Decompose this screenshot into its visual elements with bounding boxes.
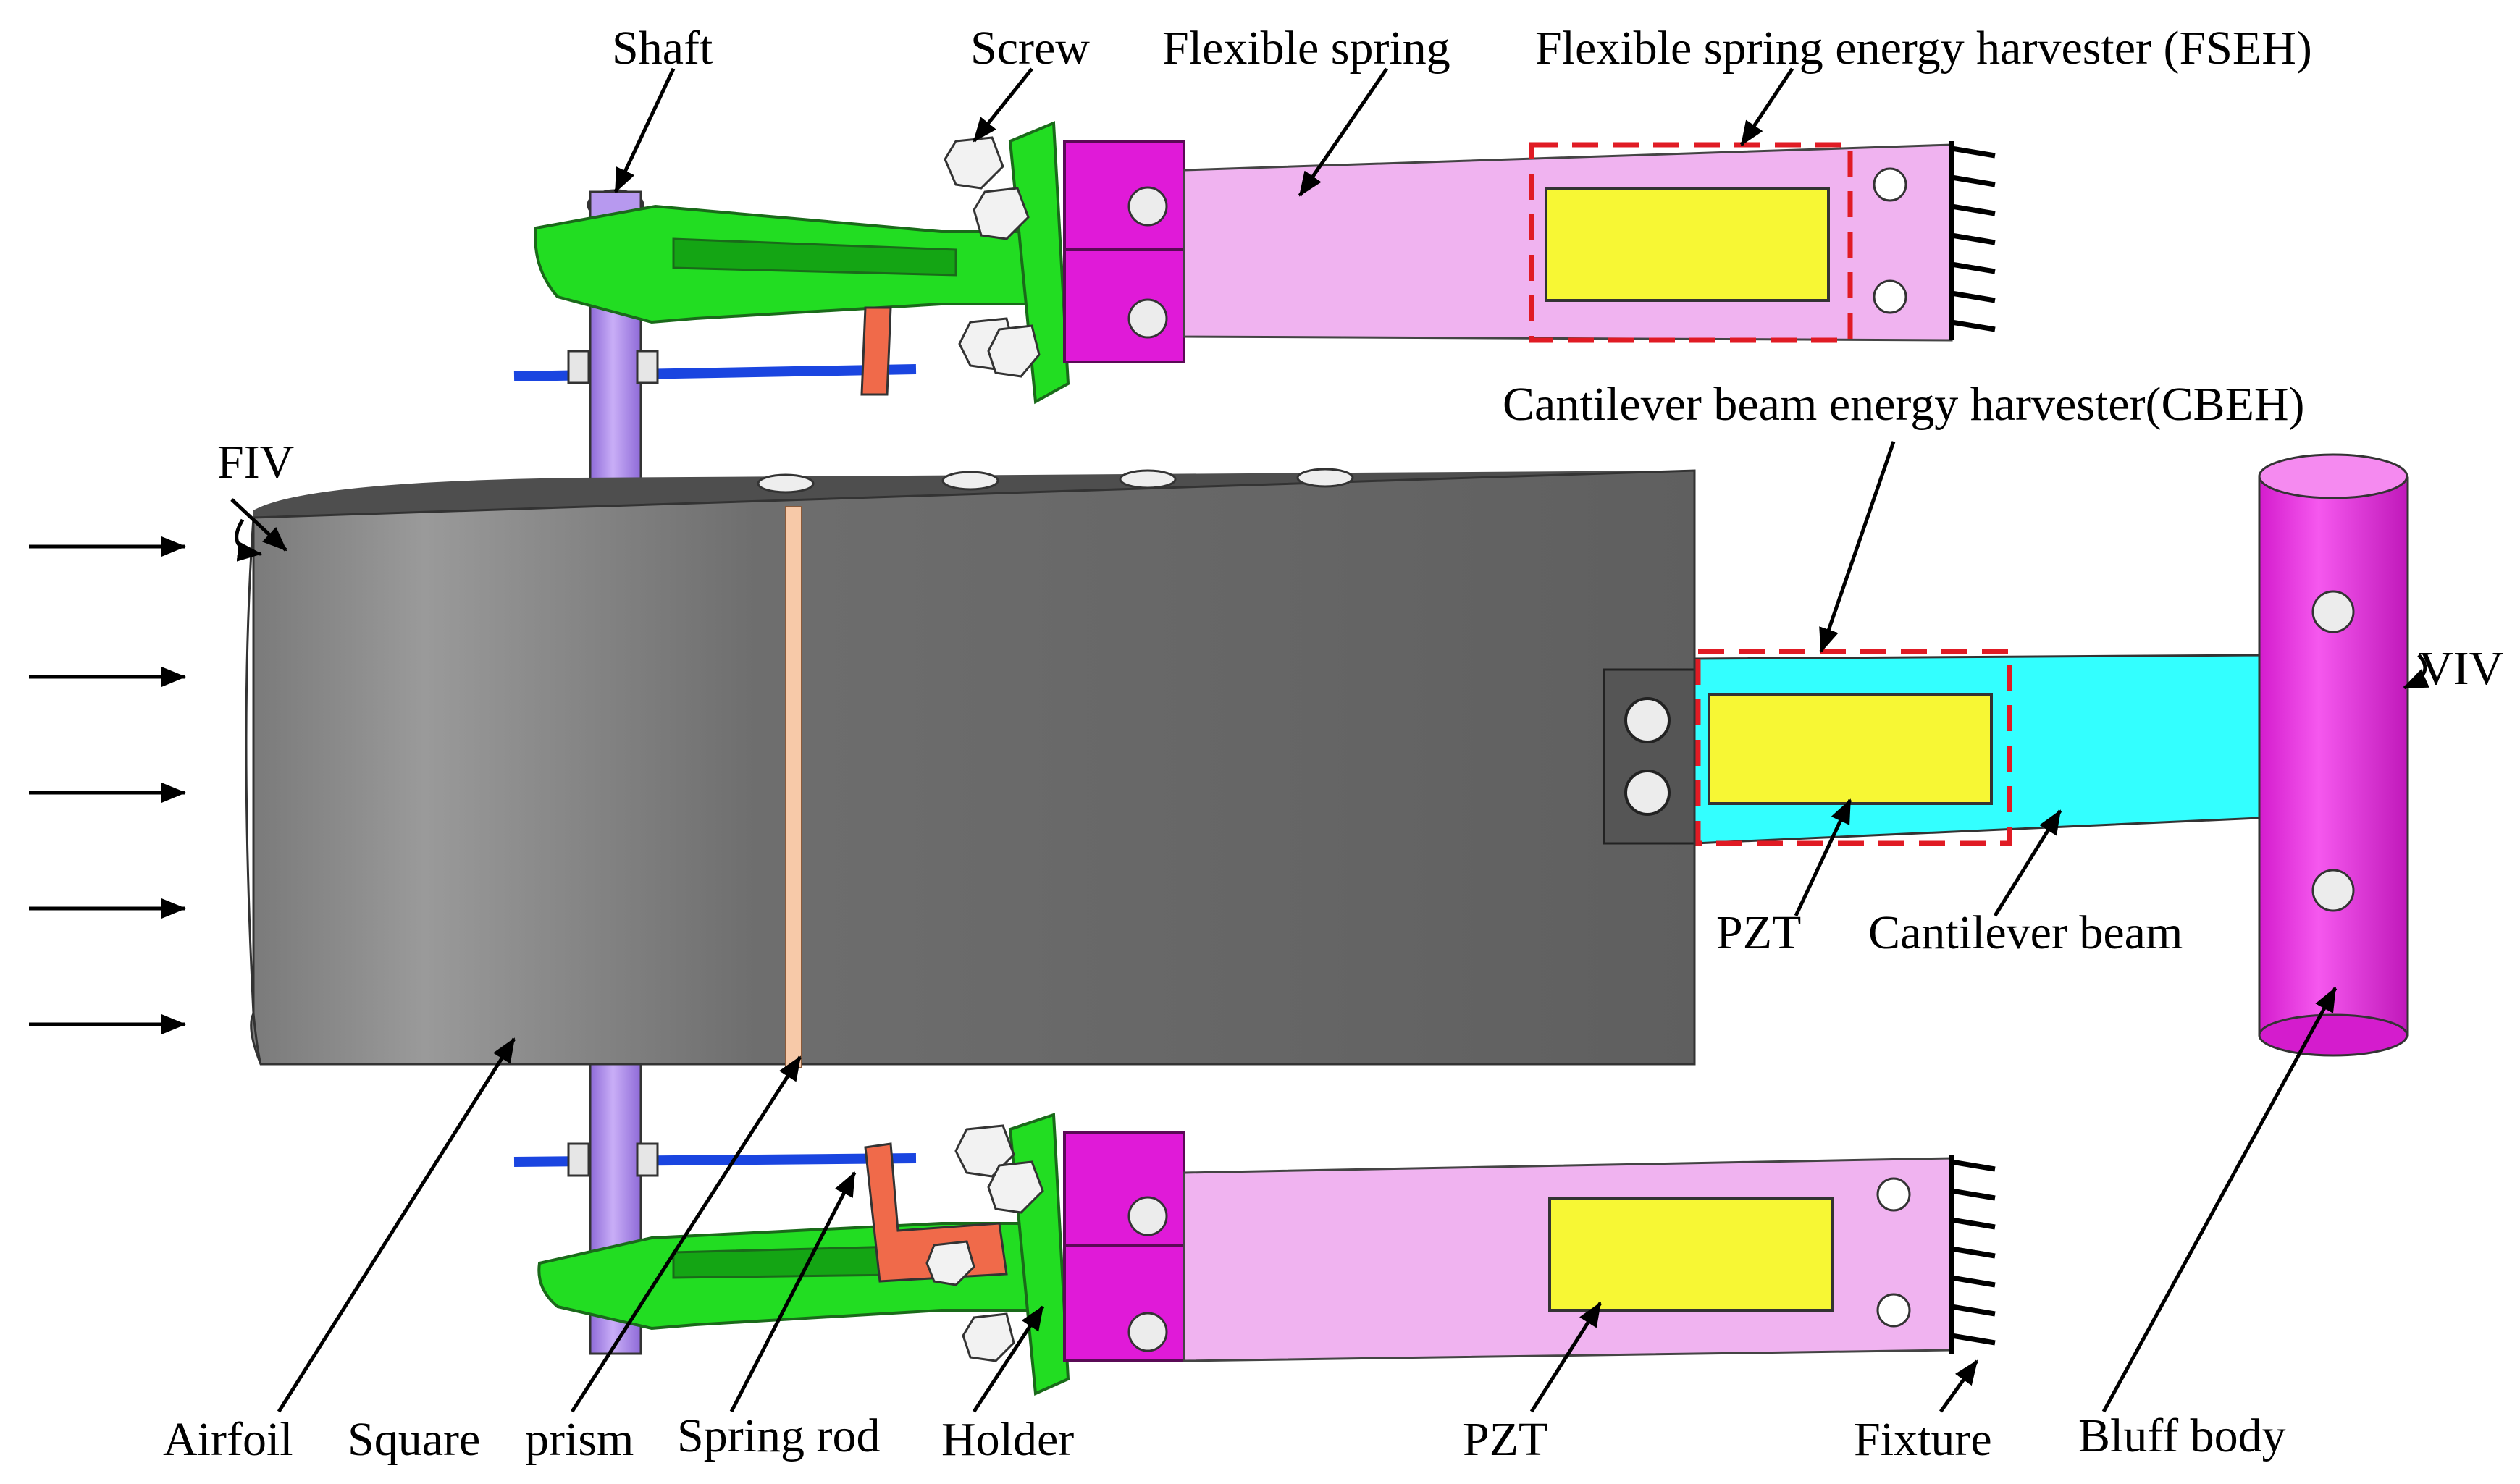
leader-lines xyxy=(230,67,2338,1413)
square-prism-strip xyxy=(785,506,802,1068)
bottom-assembly xyxy=(513,1063,1996,1396)
screw-icon xyxy=(925,1240,975,1286)
clamp-screw-icon xyxy=(1624,697,1671,743)
leader-cantilever-beam xyxy=(1993,809,2062,917)
label-shaft: Shaft xyxy=(612,22,713,75)
airfoil-leading-edge xyxy=(245,517,262,1065)
bluff-body-cylinder xyxy=(2258,476,2409,1037)
label-square: Square xyxy=(348,1413,480,1466)
screw-group-top xyxy=(944,136,1041,378)
leader-screw xyxy=(973,67,1033,143)
bluff-body-bottom xyxy=(2258,1013,2408,1057)
airfoil xyxy=(245,468,1696,1068)
leader-fseh xyxy=(1739,67,1794,146)
bluff-body-top xyxy=(2258,453,2408,499)
leader-pzt-cbeh xyxy=(1794,798,1852,917)
clamp-screw-icon xyxy=(1127,298,1168,339)
labels: Shaft Screw Flexible spring Flexible spr… xyxy=(163,22,2503,1466)
nut-icon xyxy=(636,350,659,384)
top-assembly xyxy=(513,121,1996,502)
hole-icon xyxy=(1873,279,1907,314)
label-bluff-body: Bluff body xyxy=(2078,1409,2286,1462)
leader-bluff-body xyxy=(2101,987,2338,1413)
label-viv: VIV xyxy=(2419,642,2503,695)
leader-flexible-spring xyxy=(1298,67,1389,197)
clamp-screw-icon xyxy=(1127,1196,1168,1236)
holder-top-plate xyxy=(1008,121,1070,405)
label-cbeh: Cantilever beam energy harvester(CBEH) xyxy=(1503,378,2305,431)
viv-rotation-icon xyxy=(2403,654,2429,690)
bluff-screw-icon xyxy=(2311,869,2355,912)
label-airfoil: Airfoil xyxy=(163,1413,293,1466)
label-pzt-bottom: PZT xyxy=(1463,1413,1547,1466)
screw-icon xyxy=(987,324,1041,378)
screw-group-bottom xyxy=(925,1124,1044,1362)
cbeh-assembly xyxy=(1603,649,2261,846)
hole-icon xyxy=(1873,167,1907,202)
screw-icon xyxy=(962,1312,1015,1362)
screw-icon xyxy=(954,1124,1015,1178)
label-holder: Holder xyxy=(941,1413,1074,1466)
label-spring-rod: Spring rod xyxy=(677,1409,881,1462)
spring-clamp-top xyxy=(1063,140,1185,363)
leader-fiv xyxy=(230,498,287,552)
pzt-patch-top xyxy=(1545,187,1830,302)
leader-spring-rod xyxy=(729,1171,857,1413)
label-pzt-cbeh: PZT xyxy=(1716,906,1801,959)
clamp-screw-icon xyxy=(1127,186,1168,227)
link-top xyxy=(860,306,892,396)
hole-icon xyxy=(1296,468,1354,488)
leader-airfoil xyxy=(277,1037,516,1413)
nut-icon xyxy=(636,1142,659,1177)
label-fixture: Fixture xyxy=(1854,1413,1992,1466)
label-prism: prism xyxy=(525,1413,634,1466)
fseh-highlight-box xyxy=(1529,142,1853,343)
screw-icon xyxy=(944,136,1004,190)
label-flexible-spring: Flexible spring xyxy=(1162,22,1450,75)
fixture-top xyxy=(1949,141,1996,340)
hole-icon xyxy=(941,471,999,491)
bracket-bottom xyxy=(864,1142,1008,1283)
hole-icon xyxy=(1876,1177,1911,1212)
leader-holder xyxy=(972,1305,1045,1413)
screw-icon xyxy=(973,187,1030,240)
bluff-screw-icon xyxy=(2311,590,2355,633)
leader-pzt-bottom xyxy=(1529,1302,1603,1413)
clamp-screw-icon xyxy=(1624,770,1671,816)
clamp-screw-icon xyxy=(1127,1312,1168,1352)
leader-shaft xyxy=(613,67,676,193)
screw-icon xyxy=(987,1160,1044,1214)
pzt-patch-bottom xyxy=(1548,1197,1834,1312)
fiv-rotation-icon xyxy=(235,518,262,562)
label-fseh: Flexible spring energy harvester (FSEH) xyxy=(1535,22,2312,75)
leader-fixture xyxy=(1939,1359,1979,1413)
holder-top-slot xyxy=(672,237,957,277)
pzt-patch-cbeh xyxy=(1708,693,1993,805)
cbeh-highlight-box xyxy=(1695,649,2012,846)
cbeh-clamp xyxy=(1603,668,1696,845)
hole-icon xyxy=(757,473,815,494)
bluff-body xyxy=(2258,453,2409,1057)
leader-cbeh xyxy=(1819,441,1896,653)
flow-arrows xyxy=(29,536,186,1034)
leader-square-prism xyxy=(570,1055,802,1413)
hole-icon xyxy=(1119,469,1177,489)
airfoil-body xyxy=(250,469,1696,1066)
hole-icon xyxy=(1876,1293,1911,1328)
label-cantilever-beam: Cantilever beam xyxy=(1868,906,2183,959)
fixture-bottom xyxy=(1949,1155,1996,1354)
nut-icon xyxy=(567,350,590,384)
label-fiv: FIV xyxy=(217,436,294,489)
label-screw: Screw xyxy=(970,22,1090,75)
nut-icon xyxy=(567,1142,590,1177)
